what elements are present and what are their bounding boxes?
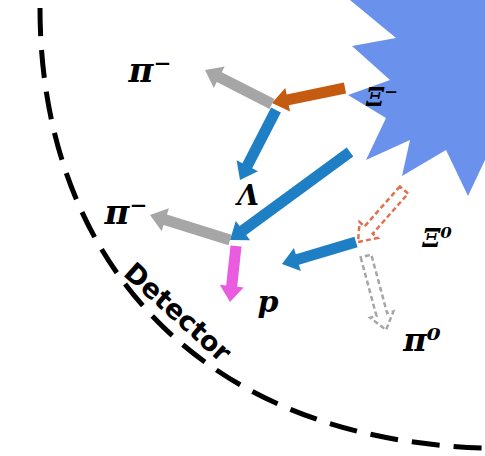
xi-minus-track [272,83,346,112]
particle-label: π⁻ [129,53,172,87]
particle-label: p [258,287,279,317]
pi-zero-track [361,255,394,330]
particle-label: π⁻ [105,195,148,229]
particle-tracks [150,67,408,331]
pi-minus-track [205,67,275,109]
particle-label: Λ [237,182,259,210]
lambda-track [282,237,358,271]
proton-track [220,245,244,302]
particle-label: Ξ⁰ [422,225,452,251]
particle-label: π⁰ [403,324,440,356]
detector-label: Detector [120,258,237,367]
lambda-track [237,108,281,181]
detector-boundary [40,8,485,448]
pi-minus-track [150,208,232,245]
particle-label: Ξ⁻ [366,84,398,110]
collision-burst [348,0,485,196]
xi-zero-track [358,186,408,242]
lambda-track [230,148,353,241]
